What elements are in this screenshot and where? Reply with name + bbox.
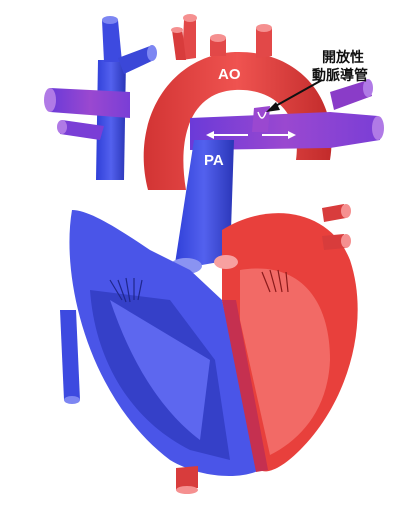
aortic-arch: [144, 14, 332, 190]
patent-ductus-arteriosus: [252, 106, 270, 132]
ductus-label-line1: 開放性: [322, 49, 364, 66]
pulmonary-artery-label: PA: [204, 152, 224, 169]
aorta-label: AO: [218, 66, 241, 83]
ductus-label-line2: 動脈導管: [312, 67, 368, 84]
